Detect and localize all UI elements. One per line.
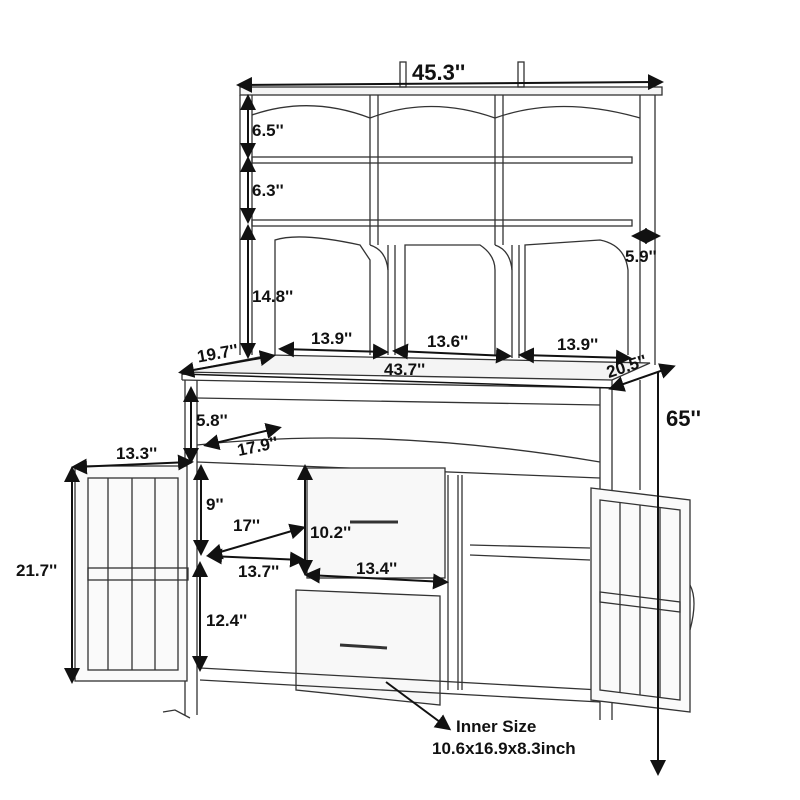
dim-door-height: 21.7''	[16, 561, 58, 580]
inner-size-value: 10.6x16.9x8.3inch	[432, 739, 576, 758]
dim-drawer-width: 13.4''	[356, 559, 398, 578]
dim-lower-cabinet-height: 12.4''	[206, 611, 248, 630]
dim-total-height: 65''	[666, 406, 701, 431]
hutch-outline	[239, 61, 663, 365]
dim-door-width: 13.3''	[116, 444, 158, 463]
dim-drawer-height: 10.2''	[310, 523, 352, 542]
dimension-arrows	[64, 74, 676, 776]
dim-compartment-right: 13.9''	[557, 335, 599, 354]
dim-compartment-left: 13.9''	[311, 329, 353, 348]
left-door-outline	[74, 465, 189, 682]
dim-upper-cabinet-height: 9''	[206, 495, 224, 514]
dim-top-width: 45.3''	[412, 60, 466, 85]
dim-top-lower-height: 14.8''	[252, 287, 294, 306]
dim-cabinet-depth: 17''	[233, 516, 260, 535]
inner-size-label: Inner Size	[456, 717, 537, 736]
dim-tabletop-width: 43.7''	[384, 360, 426, 379]
dim-open-shelf-height: 5.8''	[196, 411, 228, 430]
base-outline	[162, 354, 651, 720]
right-door-outline	[590, 487, 695, 713]
dim-top-shelf-2-height: 6.3''	[252, 181, 284, 200]
dim-compartment-middle: 13.6''	[427, 332, 469, 351]
dim-hutch-depth: 5.9''	[625, 247, 657, 266]
dim-top-shelf-1-height: 6.5''	[252, 121, 284, 140]
dim-cabinet-width: 13.7''	[238, 562, 280, 581]
